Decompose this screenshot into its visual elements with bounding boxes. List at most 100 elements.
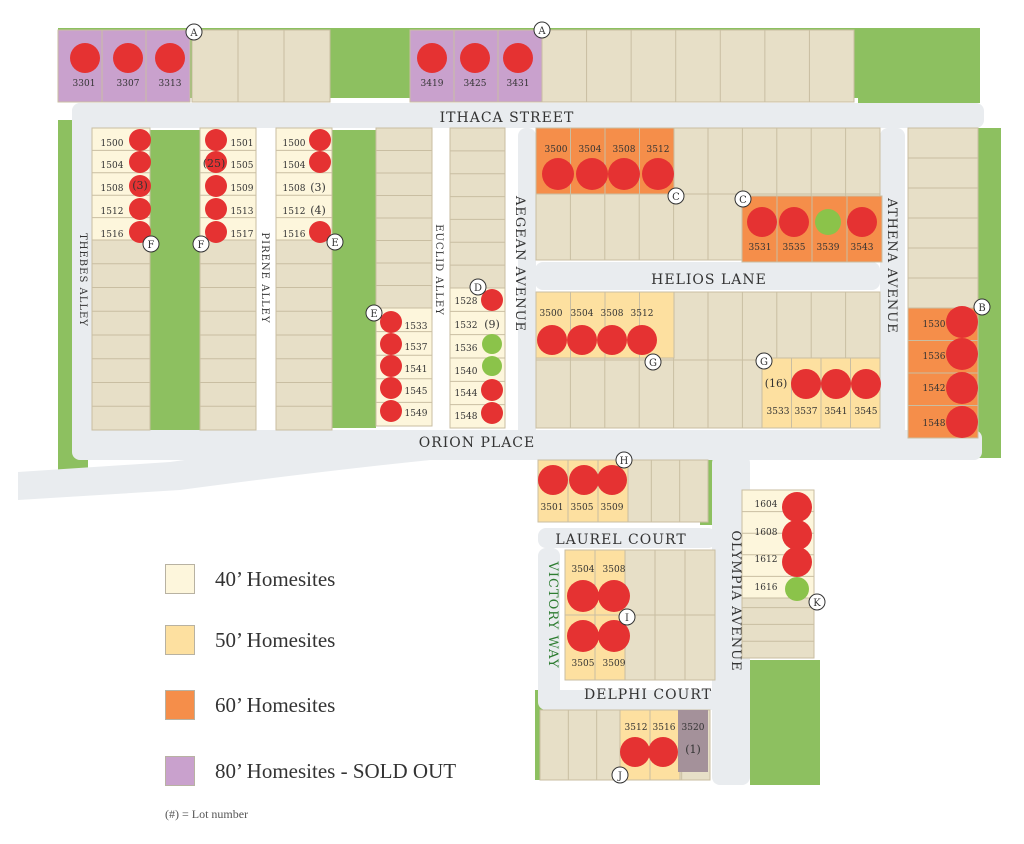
marker-j: [611, 766, 629, 784]
lot-label: 3512: [631, 309, 654, 319]
marker-label: C: [672, 192, 680, 203]
lot-label: 3313: [159, 79, 182, 89]
lot-label: 1537: [405, 343, 428, 353]
lot-label: 1549: [405, 409, 428, 419]
street-euclid: EUCLID ALLEY: [433, 224, 444, 316]
sold-lot-dot: [417, 43, 447, 73]
marker-f: [142, 235, 160, 253]
sold-lot-dot: [205, 151, 227, 173]
street-delphi: DELPHI COURT: [584, 687, 712, 703]
lot-label: 1517: [231, 230, 254, 240]
lot-label: 1516: [283, 230, 306, 240]
lot-label: 1513: [231, 207, 254, 217]
lot-label: 1500: [101, 139, 124, 149]
lot-number: (4): [310, 204, 326, 217]
lot-label: 1541: [405, 365, 428, 375]
lot-number-footnote: (#) = Lot number: [165, 807, 249, 821]
marker-label: A: [189, 28, 198, 39]
green-space: [976, 128, 1001, 458]
lot-label: 3543: [851, 243, 874, 253]
marker-label: F: [198, 240, 205, 251]
green-space: [750, 660, 820, 785]
sold-lot-dot: [608, 158, 640, 190]
sold-lot-dot: [380, 377, 402, 399]
street-helios: HELIOS LANE: [651, 272, 767, 288]
road: [72, 103, 92, 453]
sold-lot-dot: [380, 355, 402, 377]
marker-e: [365, 304, 383, 322]
road-curve: [18, 432, 452, 500]
lot-label: 3520: [682, 723, 705, 733]
sold-lot-dot: [567, 620, 599, 652]
street-olympia: OLYMPIA AVENUE: [728, 530, 743, 671]
marker-b: [973, 298, 991, 316]
road: [538, 690, 750, 710]
lot-number: (1): [685, 743, 701, 756]
sold-lot-dot: [851, 369, 881, 399]
available-lot-dot: [785, 577, 809, 601]
marker-g: [644, 353, 662, 371]
sold-lot-dot: [309, 129, 331, 151]
lot-label: 3539: [817, 243, 840, 253]
lot-label: 1616: [755, 583, 778, 593]
lot-label: 1542: [923, 384, 946, 394]
road: [538, 528, 716, 548]
sold-lot-dot: [380, 333, 402, 355]
road: [880, 128, 905, 458]
sold-lot-dot: [205, 198, 227, 220]
sold-lot-dot: [821, 369, 851, 399]
lot-unavailable: [678, 710, 708, 772]
lot-label: 3508: [613, 145, 636, 155]
sold-lot-dot: [946, 406, 978, 438]
lot-label: 3516: [653, 723, 676, 733]
lot-label: 1544: [455, 389, 478, 399]
sold-lot-dot: [642, 158, 674, 190]
legend-80: 80’ Homesites - SOLD OUT: [165, 753, 456, 789]
green-space: [150, 130, 200, 450]
lot-block: [541, 29, 855, 103]
marker-c: [667, 187, 685, 205]
lot-label: 3500: [545, 145, 568, 155]
sold-lot-dot: [70, 43, 100, 73]
legend-50: 50’ Homesites: [165, 622, 335, 658]
lot-label: 1536: [455, 344, 478, 354]
sold-lot-dot: [380, 400, 402, 422]
lot-label: 3509: [601, 503, 624, 513]
lot-label: 1501: [231, 139, 254, 149]
legend-label-80: 80’ Homesites - SOLD OUT: [215, 758, 457, 783]
lot-label: 1508: [283, 184, 306, 194]
street-ithaca: ITHACA STREET: [440, 110, 575, 126]
sold-lot-dot: [567, 580, 599, 612]
lot-label: 3505: [571, 503, 594, 513]
lot-label: 3504: [571, 309, 594, 319]
sold-lot-dot: [620, 737, 650, 767]
street-orion: ORION PLACE: [419, 435, 536, 451]
sold-lot-dot: [946, 372, 978, 404]
legend-label-40: 40’ Homesites: [215, 566, 336, 591]
legend-label-50: 50’ Homesites: [215, 627, 336, 652]
lot-label: 1545: [405, 387, 428, 397]
legend-swatch-50: [165, 625, 195, 655]
sold-lot-dot: [782, 492, 812, 522]
lot-label: 3512: [647, 145, 670, 155]
sold-lot-dot: [155, 43, 185, 73]
lot-label: 3425: [464, 79, 487, 89]
lot-label: 3509: [603, 659, 626, 669]
sold-lot-dot: [129, 129, 151, 151]
lot-label: 3431: [507, 79, 530, 89]
marker-h: [615, 451, 633, 469]
sold-lot-dot: [598, 620, 630, 652]
sold-lot-dot: [309, 151, 331, 173]
sold-lot-dot: [205, 129, 227, 151]
marker-label: I: [625, 613, 629, 624]
legend-swatch-80: [165, 756, 195, 786]
sold-lot-dot: [537, 325, 567, 355]
street-laurel: LAUREL COURT: [555, 532, 686, 548]
sold-lot-dot: [779, 207, 809, 237]
street-athena: ATHENA AVENUE: [884, 197, 899, 334]
marker-k: [808, 593, 826, 611]
lot-label: 1532: [455, 321, 478, 331]
sold-lot-dot: [946, 306, 978, 338]
marker-a: [185, 23, 203, 41]
